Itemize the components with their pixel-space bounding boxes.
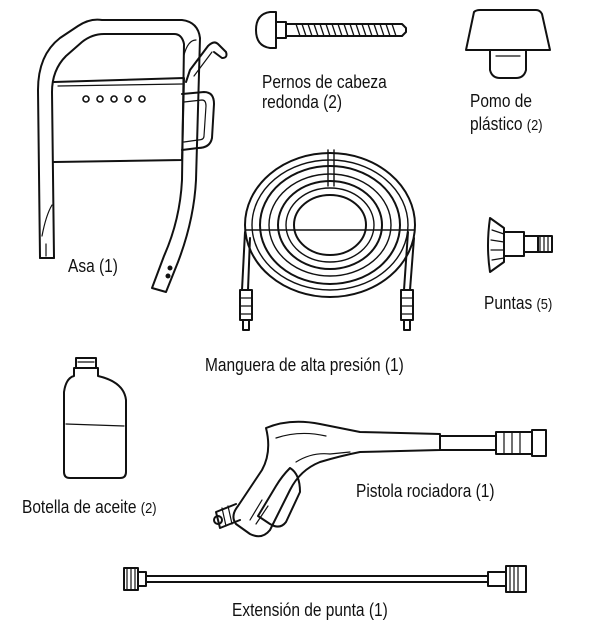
nozzles-label-qty: (5) bbox=[536, 296, 553, 313]
bolts-label-line1: Pernos de cabeza bbox=[262, 72, 387, 92]
knob-label-qty: (2) bbox=[526, 117, 543, 134]
knob-label-text: plástico bbox=[470, 114, 523, 134]
spray-gun-label: Pistola rociadora (1) bbox=[356, 481, 495, 501]
hose-icon bbox=[240, 150, 415, 330]
nozzles-label-text: Puntas bbox=[484, 293, 533, 313]
bolt-icon bbox=[256, 12, 406, 48]
oil-bottle-icon bbox=[64, 358, 126, 478]
knob-label-line1: Pomo de bbox=[470, 91, 532, 111]
handle-icon bbox=[38, 20, 227, 292]
bolts-label-line2: redonda (2) bbox=[262, 92, 343, 112]
spray-gun-icon bbox=[214, 422, 546, 537]
nozzle-icon bbox=[488, 218, 552, 272]
oil-bottle-label-text: Botella de aceite bbox=[22, 497, 137, 517]
knob-label-line2: plástico (2) bbox=[470, 113, 543, 137]
hose-label: Manguera de alta presión (1) bbox=[205, 355, 404, 375]
oil-bottle-label-qty: (2) bbox=[140, 500, 157, 517]
handle-label: Asa (1) bbox=[68, 256, 118, 276]
extension-label: Extensión de punta (1) bbox=[232, 600, 388, 620]
nozzles-label: Puntas (5) bbox=[484, 292, 552, 316]
extension-wand-icon bbox=[124, 566, 526, 592]
knob-icon bbox=[466, 10, 550, 78]
oil-bottle-label: Botella de aceite (2) bbox=[22, 496, 157, 520]
